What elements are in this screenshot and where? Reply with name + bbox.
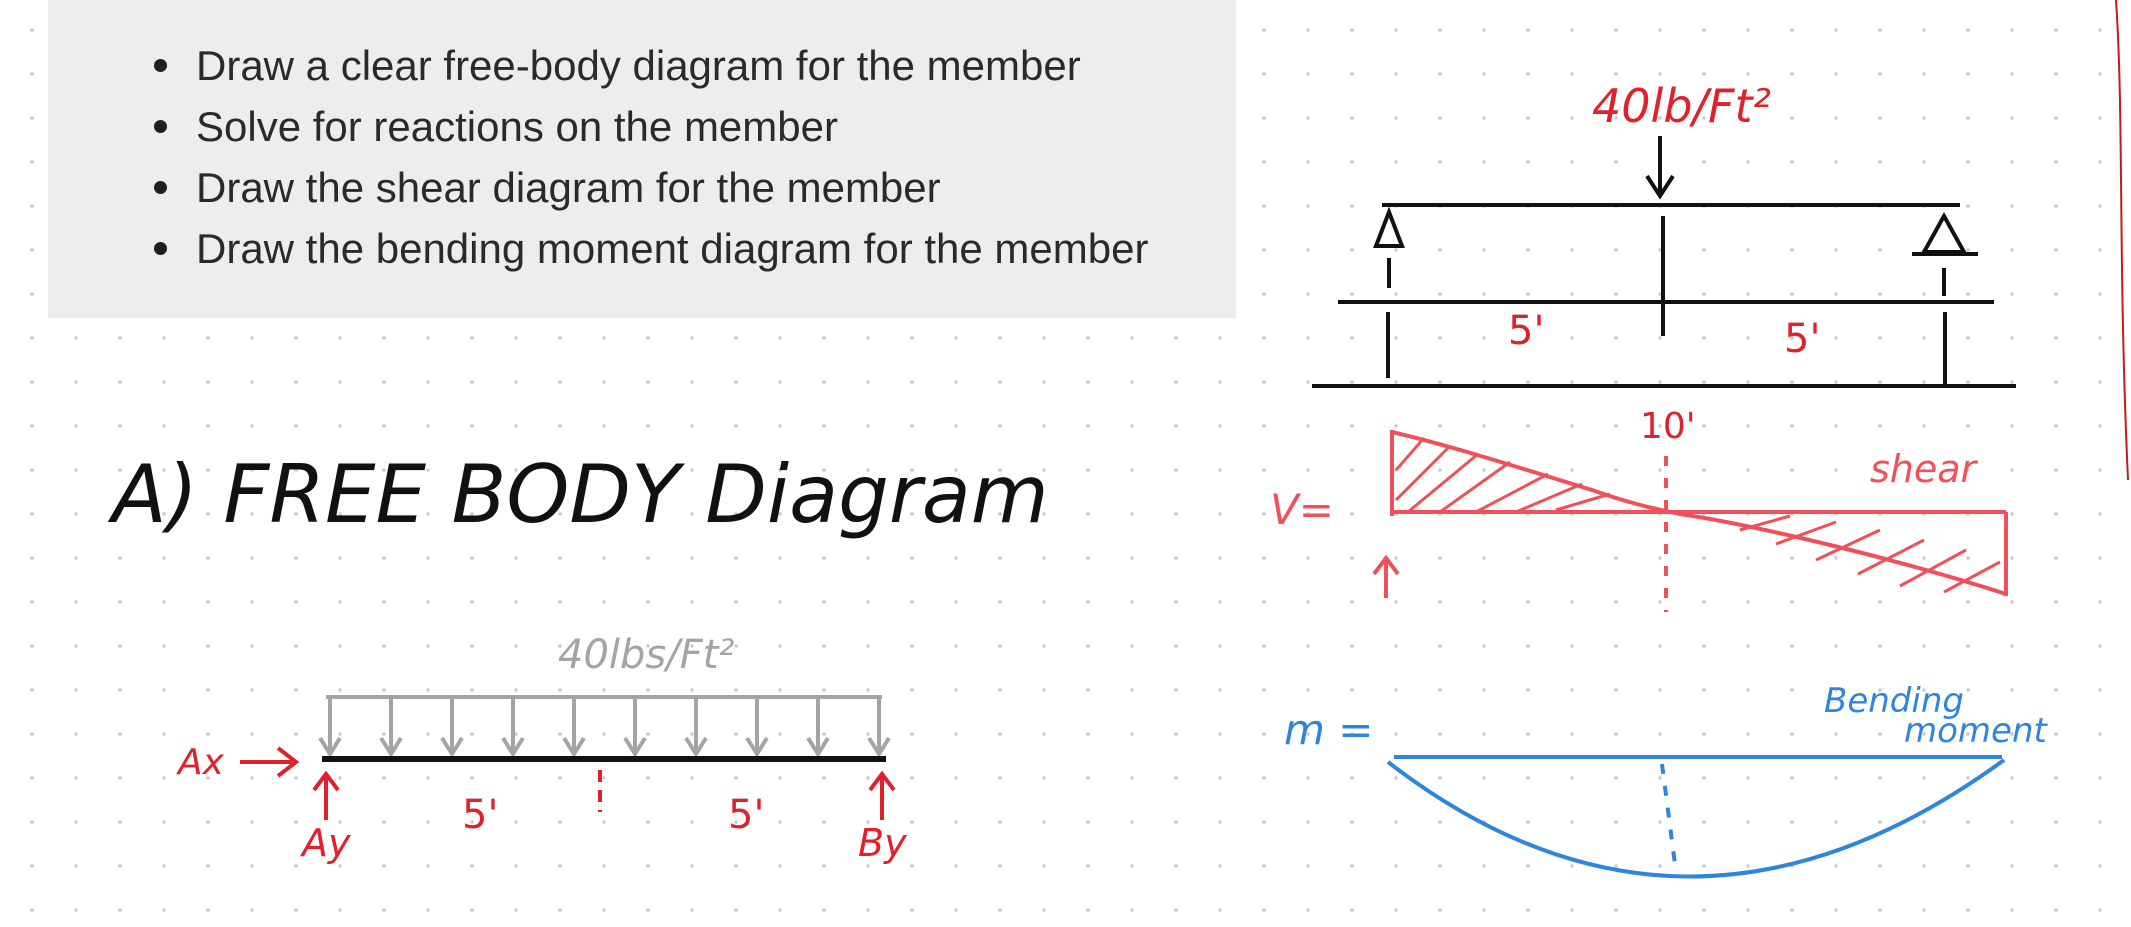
- task-list: Draw a clear free-body diagram for the m…: [154, 40, 1149, 284]
- task-text: Draw the shear diagram for the member: [196, 164, 941, 211]
- load-arrow-icon: [745, 699, 769, 758]
- hatch-stroke: [1739, 514, 1791, 532]
- moment-m-label: m =: [1284, 705, 1373, 754]
- bullet-icon: [154, 181, 167, 194]
- task-text: Draw the bending moment diagram for the …: [196, 225, 1149, 272]
- hatch-stroke: [1439, 460, 1511, 514]
- task-text: Draw a clear free-body diagram for the m…: [196, 42, 1081, 89]
- beam-left-span: 5': [1508, 308, 1544, 354]
- load-arrow-icon: [562, 699, 586, 758]
- fbd-by-label: By: [858, 821, 907, 865]
- beam-right-span: 5': [1784, 316, 1820, 362]
- hatch-stroke: [1899, 548, 1967, 588]
- beam-load-label: 40lb/Ft²: [1592, 79, 1771, 133]
- free-body-diagram: 40lbs/Ft² Ax Ay By 5' 5': [176, 632, 907, 865]
- page-margin-line: [2115, 0, 2129, 481]
- left-support-icon: [1373, 206, 1405, 288]
- hatch-stroke: [1394, 437, 1426, 471]
- shear-reaction-arrow-icon: [1372, 554, 1400, 598]
- hatch-stroke: [1857, 538, 1925, 576]
- shear-label: shear: [1870, 447, 1979, 491]
- fbd-load-label: 40lbs/Ft²: [558, 632, 734, 678]
- hatch-stroke: [1407, 452, 1479, 514]
- load-arrow-icon: [867, 699, 891, 758]
- shear-v-label: V=: [1270, 485, 1334, 534]
- moment-midline: [1660, 763, 1678, 873]
- section-heading: A) FREE BODY Diagram: [107, 448, 1049, 541]
- bending-label: Bending: [1824, 681, 1964, 721]
- load-arrow-icon: [379, 699, 403, 758]
- shear-diagram: V= shear: [1270, 430, 2008, 612]
- task-item: Solve for reactions on the member: [154, 101, 1148, 162]
- hatch-stroke: [1475, 472, 1549, 514]
- moment-curve: [1386, 758, 2006, 879]
- bullet-icon: [154, 242, 167, 255]
- task-item: Draw the shear diagram for the member: [154, 162, 1148, 223]
- load-arrow-icon: [501, 699, 525, 758]
- bullet-icon: [154, 59, 167, 72]
- fbd-left-span: 5': [462, 792, 498, 838]
- moment-diagram: m = Bending moment: [1284, 681, 2049, 879]
- ax-arrow-icon: [240, 746, 300, 778]
- hatch-stroke: [1775, 520, 1837, 546]
- right-support-icon: [1912, 211, 1978, 296]
- shear-hatching: [1394, 437, 2001, 594]
- fbd-ax-label: Ax: [176, 742, 225, 783]
- fbd-right-span: 5': [728, 792, 764, 838]
- point-load-arrow-icon: [1645, 136, 1675, 200]
- task-text: Solve for reactions on the member: [196, 103, 838, 150]
- fbd-distributed-load: [318, 699, 891, 758]
- instructions-panel: Draw a clear free-body diagram for the m…: [48, 0, 1236, 318]
- shear-curve: [1391, 430, 2007, 596]
- hatch-stroke: [1555, 492, 1611, 512]
- hatch-stroke: [1515, 482, 1583, 514]
- task-item: Draw the bending moment diagram for the …: [154, 223, 1149, 284]
- hatch-stroke: [1943, 560, 2001, 594]
- hatch-stroke: [1394, 444, 1452, 502]
- fbd-ay-label: Ay: [299, 821, 351, 865]
- beam-sketch: 40lb/Ft² 5' 5' 10': [1312, 79, 2016, 447]
- by-arrow-icon: [868, 770, 896, 820]
- beam-total-length: 10': [1640, 406, 1696, 447]
- moment-label: moment: [1904, 711, 2049, 751]
- load-arrow-icon: [806, 699, 830, 758]
- hatch-stroke: [1815, 528, 1881, 562]
- task-item: Draw a clear free-body diagram for the m…: [154, 40, 1148, 101]
- load-arrow-icon: [684, 699, 708, 758]
- load-arrow-icon: [623, 699, 647, 758]
- load-arrow-icon: [318, 699, 342, 758]
- bullet-icon: [154, 120, 167, 133]
- load-arrow-icon: [440, 699, 464, 758]
- ay-arrow-icon: [312, 770, 340, 820]
